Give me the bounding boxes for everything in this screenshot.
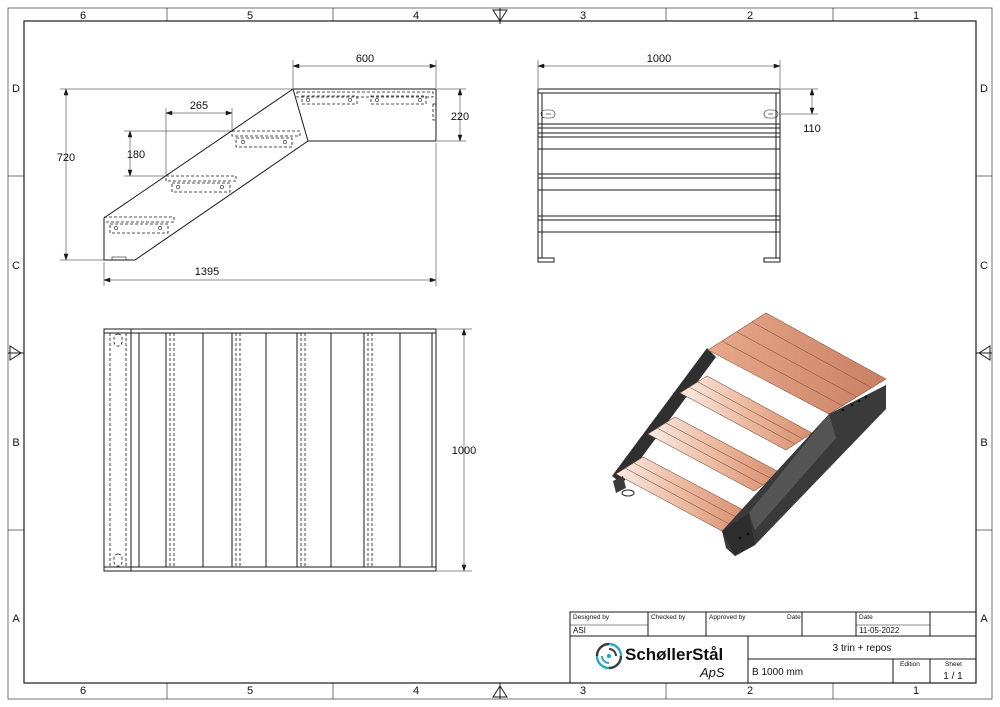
zone-bottom-2: 2 — [747, 685, 753, 697]
company-suffix: ApS — [699, 665, 725, 680]
edition-label: Edition — [900, 661, 920, 668]
zone-bottom-3: 3 — [580, 685, 586, 697]
approved-by-label: Approved by — [709, 614, 746, 621]
zone-bottom-5: 5 — [247, 685, 253, 697]
row-right-A: A — [980, 613, 988, 625]
side-view: 600 265 180 720 220 — [57, 53, 469, 286]
zone-bottom-6: 6 — [80, 685, 86, 697]
date-value: 11-05-2022 — [859, 626, 900, 635]
zone-top-5: 5 — [247, 10, 253, 22]
top-view: 1000 — [103, 328, 476, 572]
dim-180: 180 — [127, 149, 145, 161]
sheet-value: 1 / 1 — [943, 671, 963, 682]
dim-220: 220 — [451, 111, 469, 123]
date-label-main: Date — [859, 614, 873, 621]
zone-top-1: 1 — [913, 10, 919, 22]
dim-265: 265 — [190, 100, 208, 112]
dim-720: 720 — [57, 152, 75, 164]
dim-1395: 1395 — [195, 266, 219, 278]
row-left-C: C — [12, 260, 20, 272]
drawing-subtitle: B 1000 mm — [752, 667, 803, 678]
company-name: SchøllerStål — [625, 645, 723, 664]
zone-ticks — [8, 8, 992, 699]
designed-by-label: Designed by — [573, 614, 610, 621]
dim-1000-top: 1000 — [452, 445, 476, 457]
zone-top-6: 6 — [80, 10, 86, 22]
dim-110: 110 — [803, 123, 821, 135]
row-left-A: A — [12, 613, 20, 625]
date-label-approval: Date — [787, 614, 801, 621]
row-right-B: B — [980, 437, 987, 449]
row-right-C: C — [980, 260, 988, 272]
zone-top-3: 3 — [580, 10, 586, 22]
dim-1000-front: 1000 — [647, 53, 671, 65]
isometric-view — [612, 312, 887, 556]
designed-by-value: ASI — [573, 626, 586, 635]
outer-border — [7, 7, 993, 700]
row-left-D: D — [12, 83, 20, 95]
center-marks — [8, 8, 992, 699]
zone-top-4: 4 — [413, 10, 419, 22]
dim-600: 600 — [356, 53, 374, 65]
zone-top-2: 2 — [747, 10, 753, 22]
company-logo: SchøllerStål ApS — [595, 642, 725, 680]
zone-bottom-4: 4 — [413, 685, 419, 697]
title-block: Designed by ASI Checked by Approved by D… — [569, 611, 977, 684]
front-view: 1000 110 — [537, 53, 821, 263]
checked-by-label: Checked by — [651, 614, 686, 621]
zone-bottom-1: 1 — [913, 685, 919, 697]
sheet-label: Sheet — [945, 661, 962, 668]
row-left-B: B — [12, 437, 19, 449]
drawing-title: 3 trin + repos — [833, 643, 892, 654]
row-right-D: D — [980, 83, 988, 95]
